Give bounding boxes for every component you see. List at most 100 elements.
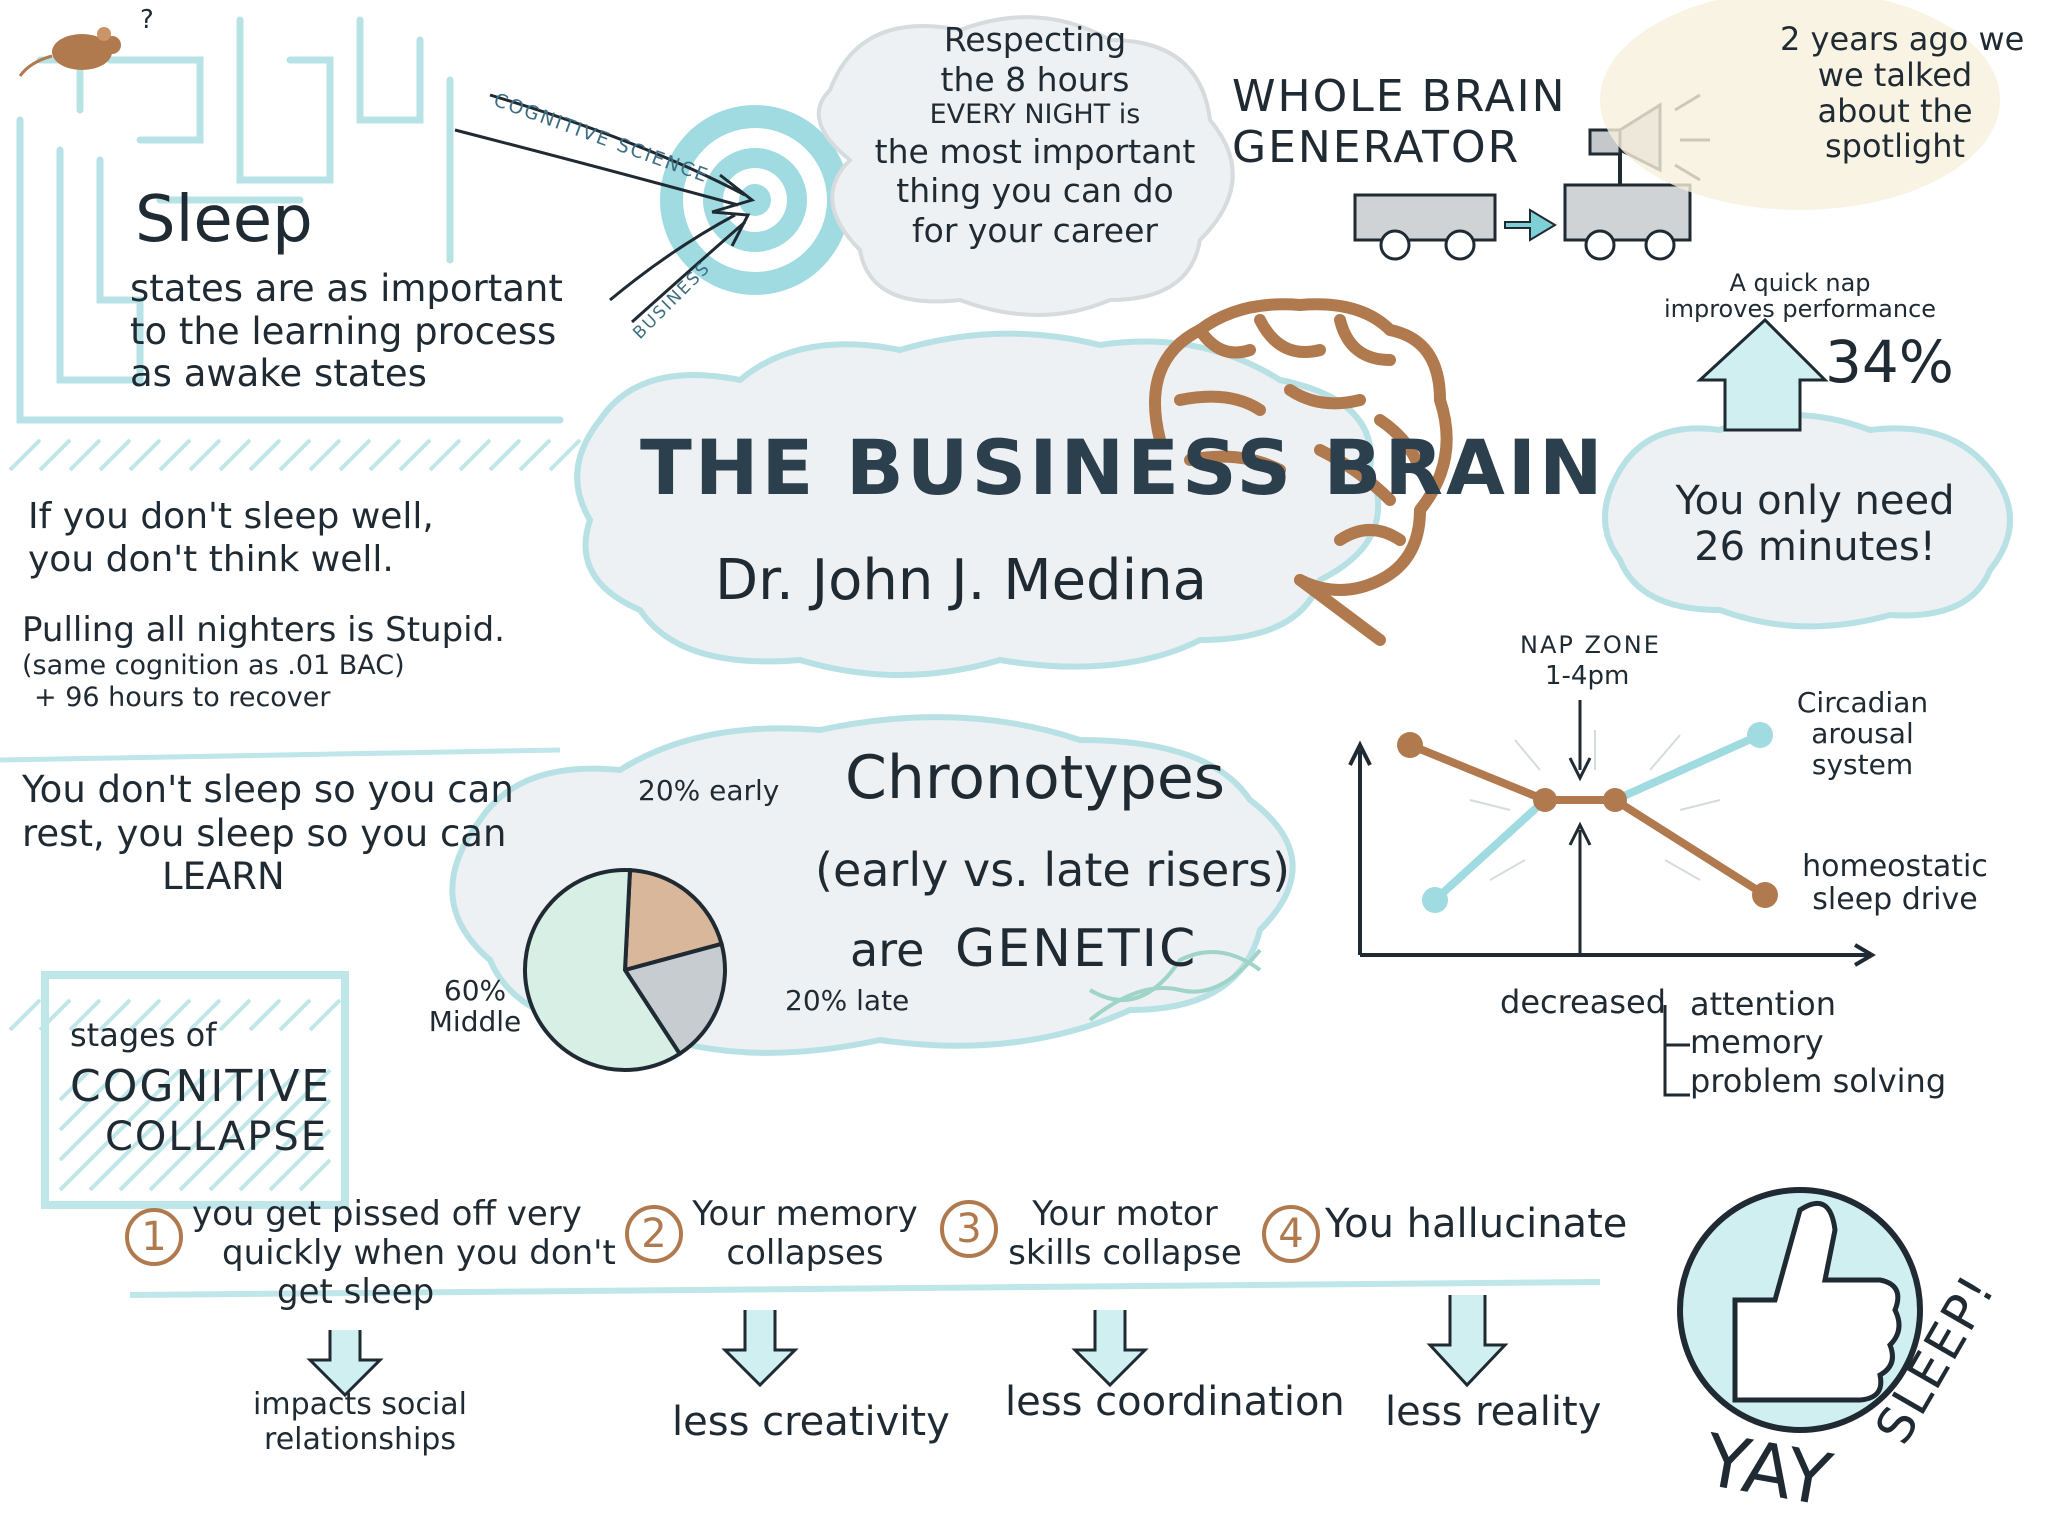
nap-note: A quick nap improves performance (1645, 270, 1955, 323)
stages-box (41, 971, 349, 1209)
stage-result-line: relationships (264, 1421, 456, 1457)
nap-line: A quick nap (1729, 269, 1871, 297)
respect-line: the 8 hours (940, 59, 1130, 99)
pie-chart (523, 868, 727, 1072)
stage-text: You hallucinate (1325, 1201, 1628, 1247)
stages-underline (129, 1279, 1601, 1298)
target-icon (660, 105, 850, 295)
spotlight-line: we talked (1817, 55, 1973, 94)
stage-text-line: Your memory (692, 1194, 918, 1234)
effects-bracket (1663, 1005, 1690, 1097)
stage-number: 3 (940, 1200, 998, 1258)
left-note-line: rest, you sleep so you can (22, 811, 507, 855)
respect-note: Respecting the 8 hours EVERY NIGHT is th… (870, 20, 1200, 250)
stage-text: Your memory collapses (685, 1194, 925, 1274)
left-note-line: Pulling all nighters is Stupid. (22, 610, 505, 650)
decreased-label: decreased (1500, 983, 1667, 1021)
dna-icon (1088, 948, 1262, 1022)
sleep-quote: states are as important to the learning … (130, 267, 563, 396)
stage-result-line: impacts social (253, 1387, 467, 1422)
stage-number: 2 (625, 1205, 683, 1263)
respect-line: for your career (912, 210, 1158, 250)
cloud-respect (816, 15, 1235, 317)
speaker-name: Dr. John J. Medina (715, 548, 1207, 613)
series-down-label: homeostatic sleep drive (1802, 849, 1988, 917)
left-note-line: LEARN (162, 855, 285, 899)
pie-slice-early (622, 868, 724, 973)
effect-item: problem solving (1690, 1061, 1947, 1100)
effect-item: memory (1690, 1023, 1824, 1062)
stage-text: you get pissed off very quickly when you… (192, 1194, 616, 1313)
left-note-line: If you don't sleep well, (28, 496, 434, 537)
pie-label-early: 20% early (638, 774, 780, 807)
stage-text: Your motor skills collapse (995, 1194, 1255, 1274)
arrow-cognitive-science (454, 93, 756, 214)
mouse-icon: ? (18, 5, 154, 77)
nap-hours-label: 1-4pm (1545, 661, 1630, 691)
sleep-quote-line: to the learning process (130, 309, 557, 353)
spotlight-line: about the (1817, 91, 1973, 130)
pie-label-middle: 60% Middle (428, 974, 522, 1039)
spotlight-note: 2 years ago we we talked about the spotl… (1780, 21, 2024, 166)
circadian-chart (1348, 700, 1876, 967)
hatch-band (8, 438, 582, 1032)
sleep-quote-line: states are as important (130, 267, 563, 310)
left-note-3: You don't sleep so you can rest, you sle… (22, 768, 514, 899)
spotlight-glow (1600, 0, 2000, 210)
left-note-line: (same cognition as .01 BAC) (22, 650, 405, 682)
page-title: THE BUSINESS BRAIN (640, 423, 1606, 512)
left-note-2: Pulling all nighters is Stupid. (same co… (22, 610, 505, 714)
chronotypes-title: Chronotypes (845, 743, 1226, 813)
spotlight-line: spotlight (1824, 127, 1966, 166)
generator-line: WHOLE BRAIN (1232, 71, 1567, 122)
stage-result: impacts social relationships (225, 1387, 495, 1457)
stage-text-line: Your motor (1032, 1194, 1218, 1234)
wagon-icon (1353, 183, 1692, 261)
nap-cloud-line: 26 minutes! (1694, 524, 1936, 570)
stage-result: less coordination (1005, 1379, 1345, 1425)
chronotypes-subtitle: (early vs. late risers) (815, 843, 1291, 897)
left-note-line: + 96 hours to recover (34, 681, 331, 713)
stages-header-2: COGNITIVE (70, 1061, 332, 1112)
cloud-title (574, 330, 1382, 678)
left-note-line: You don't sleep so you can (22, 768, 514, 811)
sleep-word: Sleep (135, 183, 313, 257)
stage-text-line: get sleep (277, 1272, 435, 1313)
left-note-1: If you don't sleep well, you don't think… (28, 495, 434, 581)
stage-text-line: skills collapse (1008, 1233, 1242, 1274)
pie-slice-middle (523, 868, 683, 1072)
pie-label-late: 20% late (785, 984, 910, 1017)
generator-title: WHOLE BRAIN GENERATOR (1232, 71, 1567, 173)
stage-number: 1 (125, 1208, 183, 1266)
nap-line: improves performance (1663, 295, 1937, 324)
effect-item: attention (1690, 985, 1836, 1023)
maze-icon (16, 16, 564, 424)
stages-header-3: COLLAPSE (105, 1114, 329, 1160)
stage-number: 4 (1262, 1205, 1320, 1263)
up-arrow-icon (1696, 317, 1829, 432)
thumbs-up-icon (1677, 1187, 1923, 1433)
stage-text-line: collapses (726, 1233, 884, 1274)
respect-line: the most important (874, 131, 1196, 171)
nap-value: 34% (1825, 328, 1954, 396)
nap-zone-label: NAP ZONE (1520, 631, 1661, 659)
stage-result: less creativity (672, 1399, 950, 1445)
stages-header-1: stages of (70, 1016, 217, 1054)
generator-line: GENERATOR (1232, 121, 1521, 173)
stage-text-line: quickly when you don't (222, 1233, 616, 1274)
down-arrow-icon (306, 1295, 1509, 1398)
respect-line: Respecting (943, 20, 1127, 59)
svg-text:?: ? (140, 5, 154, 35)
nap-cloud-note: You only need 26 minutes! (1655, 478, 1975, 570)
divider-line (0, 747, 561, 763)
brain-icon (1149, 298, 1453, 646)
pie-slice-late (621, 941, 727, 1057)
stage-text-line: you get pissed off very (192, 1194, 582, 1234)
series-up-label: Circadian arousal system (1796, 686, 1929, 781)
nap-cloud-line: You only need (1675, 478, 1955, 524)
arrow-business (609, 210, 751, 324)
effects-list: attention memory problem solving (1690, 985, 1946, 1100)
chronotypes-are: are (850, 923, 925, 977)
respect-line: thing you can do (896, 171, 1174, 211)
sleep-quote-line: as awake states (130, 352, 427, 396)
